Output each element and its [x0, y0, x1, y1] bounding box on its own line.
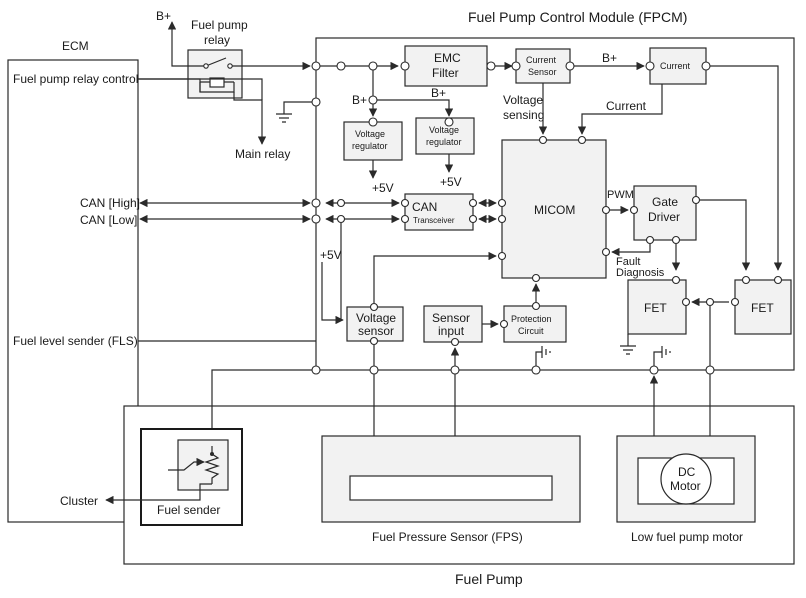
fpcm-title: Fuel Pump Control Module (FPCM): [468, 9, 687, 25]
current-sensor-label-2: Sensor: [528, 67, 557, 77]
current-sensor-label-1: Current: [526, 55, 557, 65]
fuel-pump-relay-label-2: relay: [204, 33, 230, 47]
can-transceiver-label-2: Transceiver: [413, 216, 455, 225]
ground-symbol-2: [535, 346, 551, 370]
node-fpcm-b: [311, 61, 321, 71]
can-high-label: CAN [High]: [80, 196, 140, 210]
fls-wire: [138, 340, 316, 446]
fuel-pump-relay-control-label: Fuel pump relay control: [13, 72, 138, 86]
fault-label-1: Fault: [616, 256, 640, 268]
gate-driver-label-2: Driver: [648, 210, 680, 224]
node-fpcm-gnd: [311, 97, 321, 107]
node-bottom-3: [531, 365, 541, 375]
ecm-to-main-relay: [138, 78, 263, 100]
fet2-label: FET: [751, 301, 774, 315]
node-bottom-4: [649, 365, 659, 375]
emc-filter-box: [404, 45, 488, 87]
fet1-box: [627, 279, 687, 335]
ground-symbol-fet: [620, 334, 636, 355]
node-bottom-2: [450, 365, 460, 375]
fps-label: Fuel Pressure Sensor (FPS): [372, 530, 523, 544]
protection-box: [503, 305, 567, 343]
ground-symbol-3: [653, 346, 671, 366]
current-to-fet: [710, 65, 783, 271]
gate-driver-box: [633, 185, 697, 241]
can-transceiver-label-1: CAN: [412, 200, 437, 214]
fuel-pump-relay-label-1: Fuel pump: [191, 18, 248, 32]
fuel-sender-inner: [177, 439, 229, 491]
low-fuel-pump-motor-label: Low fuel pump motor: [631, 530, 743, 544]
relay-symbol: [196, 57, 236, 93]
node-bottom-5: [705, 365, 715, 375]
fet1-label: FET: [644, 301, 667, 315]
vreg1-label-2: regulator: [352, 141, 388, 151]
voltage-sensor-label-1: Voltage: [356, 311, 396, 325]
sensor-input-label-1: Sensor: [432, 311, 470, 325]
fault-label-2: Diagnosis: [616, 267, 665, 279]
fuel-pump-title: Fuel Pump: [455, 571, 523, 587]
pwm-label: PWM: [607, 189, 634, 201]
fuel-sender-label: Fuel sender: [157, 503, 220, 517]
vreg2-label-1: Voltage: [429, 125, 459, 135]
fault-wire: [611, 244, 651, 257]
current-box-label: Current: [660, 61, 691, 71]
emc-filter-label-1: EMC: [434, 51, 461, 65]
plus5v-1: +5V: [372, 181, 394, 195]
protection-label-1: Protection: [511, 314, 552, 324]
current-label: Current: [606, 99, 647, 113]
current-box: [649, 47, 707, 85]
vreg-supply: [372, 70, 454, 117]
dc-motor-icon: [660, 453, 712, 505]
vreg1-label-1: Voltage: [355, 129, 385, 139]
can-transceiver-box: [404, 193, 474, 231]
vsensor-to-micom: [373, 251, 497, 303]
voltage-sensor-label-2: sensor: [358, 324, 394, 338]
dc-motor-label-1: DC: [678, 465, 696, 479]
protection-label-2: Circuit: [518, 326, 544, 336]
emc-filter-label-2: Filter: [432, 66, 459, 80]
gate-to-fet2: [700, 199, 751, 271]
ground-symbol-1: [276, 101, 316, 123]
micom-label: MICOM: [534, 203, 575, 217]
node-bottom-1: [369, 365, 379, 375]
ecm-frame: [7, 59, 139, 523]
current-feedback: [577, 84, 663, 135]
potentiometer-icon: [105, 446, 220, 505]
can-low-label: CAN [Low]: [80, 213, 137, 227]
ecm-title: ECM: [62, 39, 89, 53]
dc-motor-label-2: Motor: [670, 479, 701, 493]
vreg2-label-2: regulator: [426, 137, 462, 147]
fet2-box: [734, 279, 792, 335]
fps-inner: [349, 475, 553, 501]
fls-label: Fuel level sender (FLS): [13, 334, 138, 348]
micom-box: [501, 139, 607, 279]
plus5v-2: +5V: [440, 175, 462, 189]
plus5v-left: +5V: [320, 248, 342, 262]
cluster-label: Cluster: [60, 494, 98, 508]
b-plus-vreg: B+: [352, 93, 367, 107]
b-plus-relay: B+: [156, 9, 171, 23]
relay-input-wire: [171, 60, 196, 67]
b-plus-vreg2: B+: [431, 86, 446, 100]
voltage-sensing-label-1: Voltage: [503, 93, 543, 107]
voltage-sensing-label-2: sensing: [503, 108, 544, 122]
node-fpcm-canh: [311, 198, 321, 208]
sensor-input-label-2: input: [438, 324, 465, 338]
node-fpcm-canl: [311, 214, 321, 224]
b-plus-current: B+: [602, 51, 617, 65]
fuel-pump-relay-box: [187, 49, 243, 99]
main-relay-label: Main relay: [235, 147, 290, 161]
gate-driver-label-1: Gate: [652, 195, 678, 209]
main-relay-wire: [233, 92, 267, 145]
